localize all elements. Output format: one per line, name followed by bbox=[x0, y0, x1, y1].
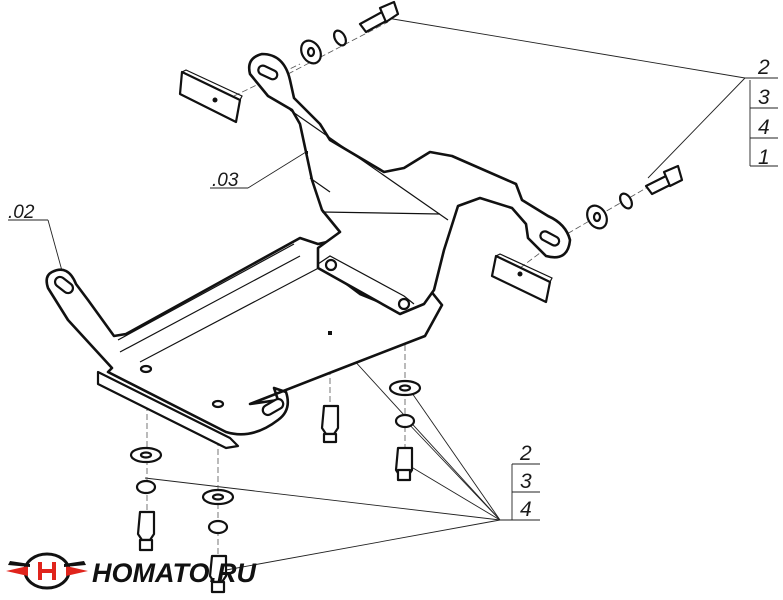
bolt bbox=[320, 404, 340, 436]
part-ref-02: .02 bbox=[8, 202, 35, 223]
spring-washer bbox=[333, 29, 347, 47]
hole bbox=[139, 364, 153, 374]
upper-bracket bbox=[247, 52, 572, 335]
hole bbox=[211, 399, 225, 409]
spring-washer bbox=[394, 413, 416, 429]
callout-right-3: 4 bbox=[758, 116, 770, 139]
callout-right-2: 3 bbox=[758, 86, 770, 109]
front-lip bbox=[96, 370, 240, 450]
spacer-blocks bbox=[178, 69, 553, 304]
right-hardware bbox=[586, 164, 684, 230]
callout-right-4: 1 bbox=[758, 146, 770, 169]
lower-skid-plate bbox=[45, 236, 444, 450]
hole bbox=[397, 297, 411, 311]
mark-dot bbox=[305, 151, 308, 154]
plate-body bbox=[45, 236, 444, 436]
callout-bottom-3: 4 bbox=[520, 498, 532, 521]
spacer-hole bbox=[517, 271, 523, 277]
slot-bottom-right bbox=[261, 397, 285, 417]
spacer-right bbox=[490, 254, 552, 304]
bottom-hardware bbox=[129, 379, 422, 594]
hole bbox=[324, 258, 338, 272]
top-hardware bbox=[300, 0, 400, 65]
spacer-upper-left bbox=[178, 70, 242, 124]
bracket-body bbox=[247, 52, 572, 316]
callout-bottom-1: 2 bbox=[519, 442, 532, 465]
spacer-hole bbox=[212, 97, 218, 103]
slot-upper-right bbox=[539, 230, 561, 247]
spring-washer bbox=[619, 192, 633, 210]
logo-text: HOMATO.RU bbox=[92, 558, 257, 588]
callout-bottom: 2 3 4 bbox=[511, 442, 540, 521]
slot-upper-left bbox=[257, 64, 279, 81]
mark-dot bbox=[328, 331, 332, 335]
bolt bbox=[136, 510, 156, 542]
slot-left bbox=[53, 275, 75, 295]
callout-bottom-2: 3 bbox=[520, 470, 532, 493]
callout-right-1: 2 bbox=[757, 56, 770, 79]
homato-logo: HOMATO.RU bbox=[6, 552, 257, 590]
spring-washer bbox=[207, 519, 229, 535]
spring-washer bbox=[135, 479, 157, 495]
part-ref-03: .03 bbox=[212, 170, 239, 191]
callout-right: 2 3 4 1 bbox=[749, 56, 778, 169]
